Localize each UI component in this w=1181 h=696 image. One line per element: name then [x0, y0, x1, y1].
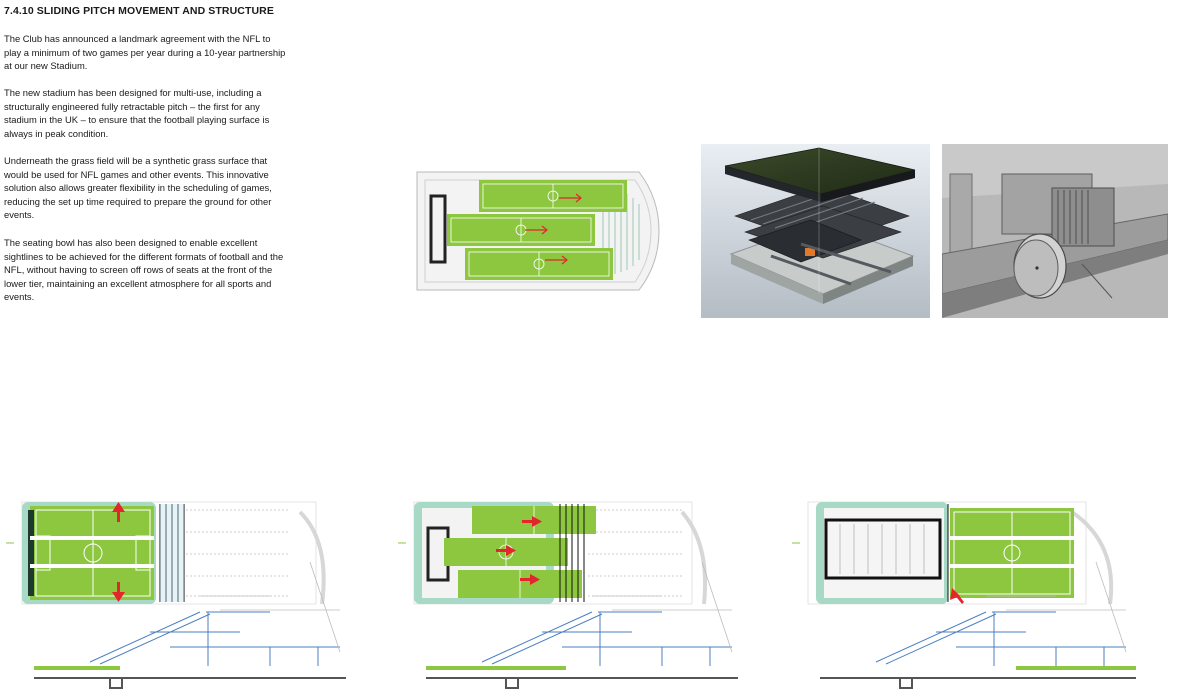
paragraph-seating-bowl: The seating bowl has also been designed … — [4, 237, 284, 303]
paragraph-retractable-pitch: The new stadium has been designed for mu… — [4, 87, 270, 139]
paragraph-synthetic-surface: Underneath the grass field will be a syn… — [4, 155, 272, 221]
pitch-sliding-plan — [413, 168, 661, 294]
paragraph-nfl-agreement: The Club has announced a landmark agreem… — [4, 33, 286, 72]
drive-wheel-mechanism-render — [942, 144, 1168, 318]
layered-pitch-structure-render — [701, 144, 930, 318]
pitch-retracted-stage — [786, 492, 1146, 692]
pitch-split-stage — [0, 492, 360, 692]
pitch-sliding-stage — [392, 492, 752, 692]
section-title: 7.4.10 SLIDING PITCH MOVEMENT AND STRUCT… — [4, 5, 274, 17]
